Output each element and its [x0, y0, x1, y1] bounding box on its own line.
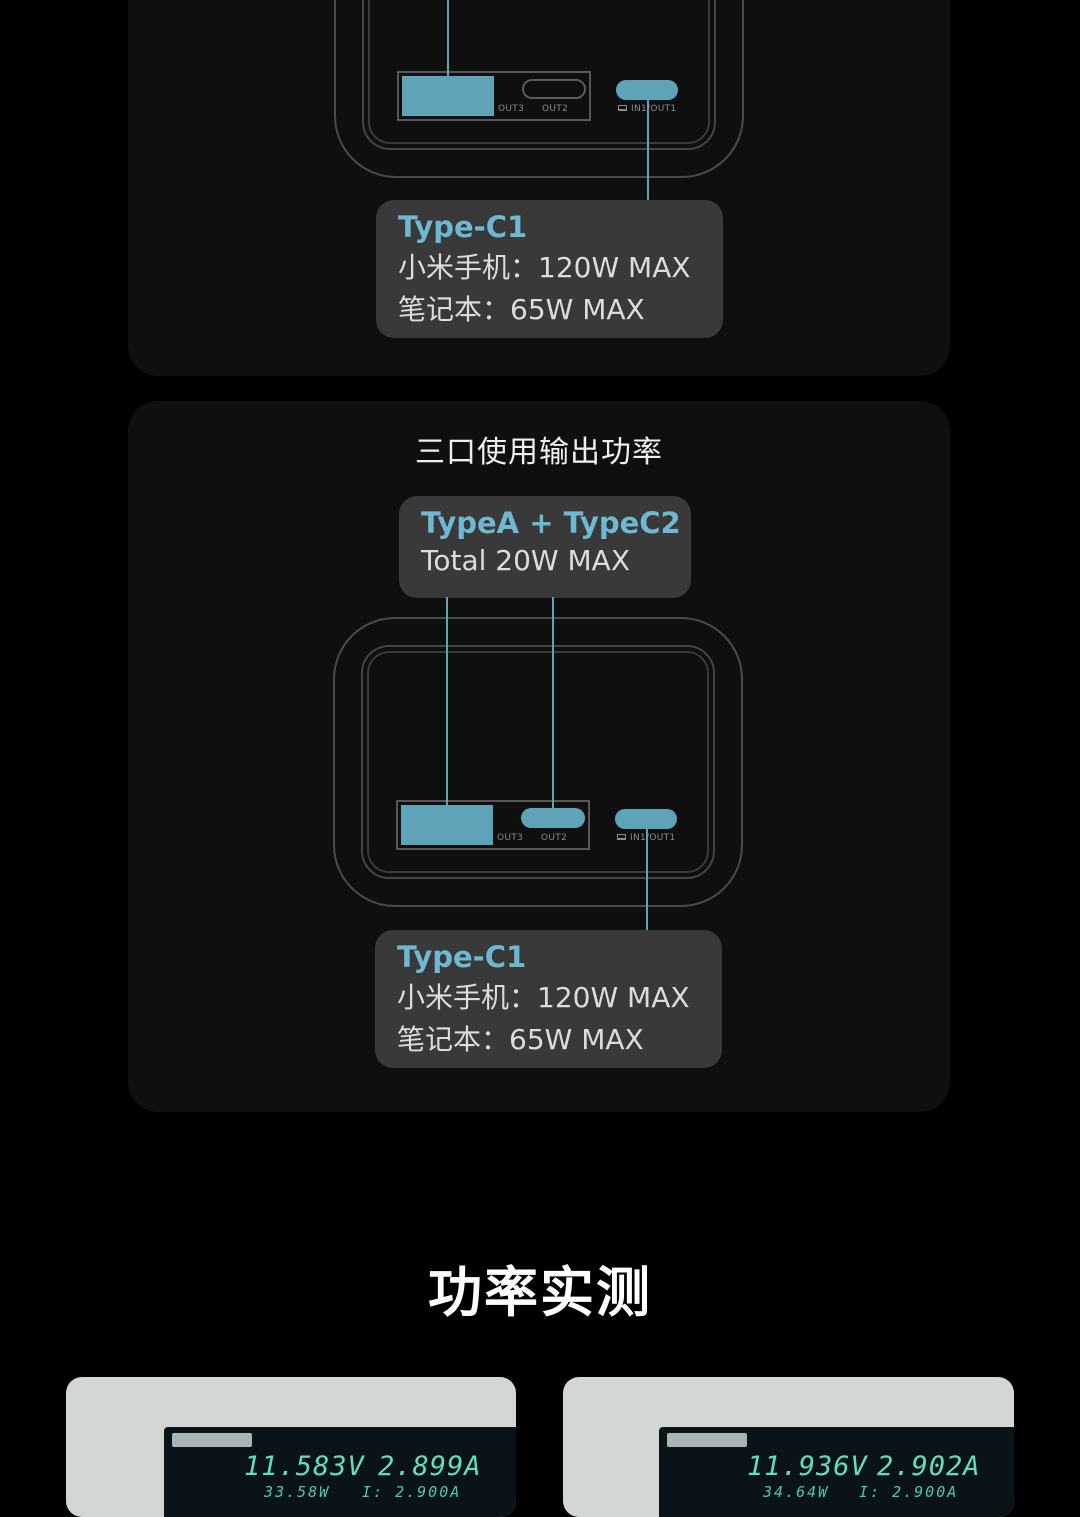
callout-type-a-type-c2: TypeA + TypeC2 Total 20W MAX [399, 496, 691, 598]
connector-line-type-a [446, 597, 448, 805]
current-readout: 2.902A [877, 1451, 981, 1482]
port-label-in1-out1-text: IN1/OUT1 [630, 833, 676, 843]
connector-line-type-c2 [552, 597, 554, 808]
port-label-out3: OUT3 [498, 104, 525, 114]
port-label-in1-out1-text: IN1/OUT1 [631, 104, 677, 114]
callout-heading: Type-C1 [398, 210, 528, 244]
port-label-out2: OUT2 [542, 104, 569, 114]
port-group-frame [396, 800, 590, 850]
callout-type-c1: Type-C1 小米手机：120W MAX 笔记本：65W MAX [376, 200, 723, 338]
card-title: 三口使用输出功率 [415, 435, 663, 470]
load-tester-screen: 11.583V 2.899A 33.58W I: 2.900A [164, 1427, 516, 1517]
port-label-in1-out1: IN1/OUT1 [617, 833, 675, 843]
load-tester-screen: 11.936V 2.902A 34.64W I: 2.900A [659, 1427, 1014, 1517]
callout-type-c1: Type-C1 小米手机：120W MAX 笔记本：65W MAX [375, 930, 722, 1068]
power-bank-inner-shell [361, 645, 715, 879]
port-label-out2: OUT2 [541, 833, 568, 843]
port-type-c2-out2 [522, 79, 586, 99]
connector-line-type-c1 [647, 88, 649, 200]
power-readout: 33.58W [264, 1483, 331, 1501]
port-label-in1-out1: IN1/OUT1 [618, 104, 676, 114]
single-port-card: OUT3 OUT2 IN1/OUT1 Type-C1 小米手机：120W MAX… [128, 0, 950, 376]
callout-line-total: Total 20W MAX [421, 544, 631, 577]
power-bank-outer-shell [334, 0, 744, 178]
current-readout: 2.899A [378, 1451, 482, 1482]
section-heading: 功率实测 [428, 1261, 652, 1324]
device-label-strip [667, 1433, 747, 1447]
voltage-readout: 11.936V [747, 1451, 868, 1482]
callout-line-laptop: 笔记本：65W MAX [397, 1023, 644, 1056]
set-current-readout: I: 2.900A [362, 1483, 462, 1501]
power-bank-panel [368, 0, 710, 144]
connector-line-type-a [447, 0, 449, 76]
power-bank-inner-shell [362, 0, 716, 150]
callout-heading: TypeA + TypeC2 [421, 506, 681, 540]
callout-line-laptop: 笔记本：65W MAX [398, 293, 645, 326]
port-group-frame [397, 71, 591, 121]
measurement-photo-2: 11.936V 2.902A 34.64W I: 2.900A [563, 1377, 1014, 1517]
callout-line-phone: 小米手机：120W MAX [398, 251, 691, 284]
laptop-icon [617, 834, 626, 840]
port-type-a-out3 [402, 76, 494, 116]
voltage-readout: 11.583V [244, 1451, 365, 1482]
measurement-photo-1: 11.583V 2.899A 33.58W I: 2.900A [66, 1377, 516, 1517]
connector-line-type-c1 [646, 817, 648, 931]
power-bank-panel [367, 651, 709, 873]
callout-line-phone: 小米手机：120W MAX [397, 981, 690, 1014]
laptop-icon [618, 105, 627, 111]
power-bank-outer-shell [333, 617, 743, 907]
callout-heading: Type-C1 [397, 940, 527, 974]
port-label-out3: OUT3 [497, 833, 524, 843]
port-type-a-out3 [401, 805, 493, 845]
device-label-strip [172, 1433, 252, 1447]
three-port-card: 三口使用输出功率 TypeA + TypeC2 Total 20W MAX OU… [128, 401, 950, 1112]
port-type-c2-out2 [521, 808, 585, 828]
set-current-readout: I: 2.900A [859, 1483, 959, 1501]
power-readout: 34.64W [763, 1483, 830, 1501]
